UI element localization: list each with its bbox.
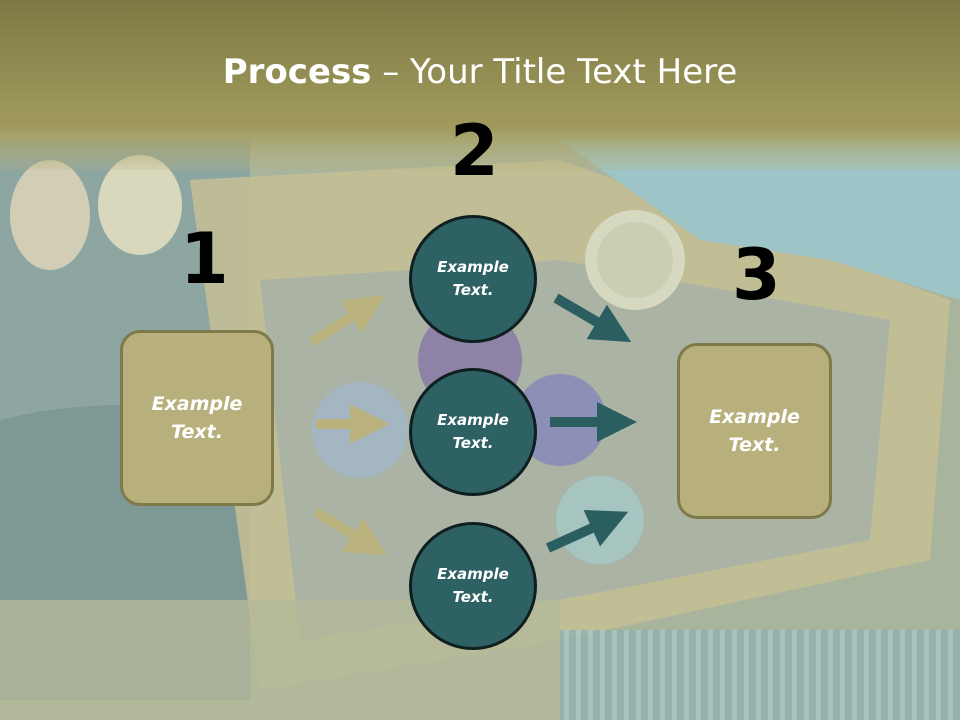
title-rest: – Your Title Text Here [371, 52, 738, 92]
right-box-text: Example Text. [709, 405, 800, 457]
step-number-3: 3 [732, 234, 781, 316]
arrow-right-bottom [545, 510, 629, 553]
slide-title: Process – Your Title Text Here [0, 52, 960, 92]
arrow-right-top [553, 293, 632, 343]
circle-top[interactable]: Example Text. [409, 215, 537, 343]
left-box-text: Example Text. [151, 392, 243, 444]
right-text-box[interactable]: Example Text. [677, 343, 832, 519]
step-number-1: 1 [180, 218, 229, 300]
left-text-box[interactable]: Example Text. [120, 330, 274, 506]
step-number-2: 2 [450, 110, 499, 192]
arrow-left-bottom [313, 507, 388, 556]
circle-top-text: Example Text. [437, 257, 509, 299]
circle-bottom-text: Example Text. [437, 564, 509, 606]
circle-middle-text: Example Text. [437, 410, 509, 452]
title-bold: Process [222, 52, 372, 92]
arrow-left-top [309, 295, 385, 347]
circle-bottom[interactable]: Example Text. [409, 522, 537, 650]
circle-middle[interactable]: Example Text. [409, 368, 537, 496]
